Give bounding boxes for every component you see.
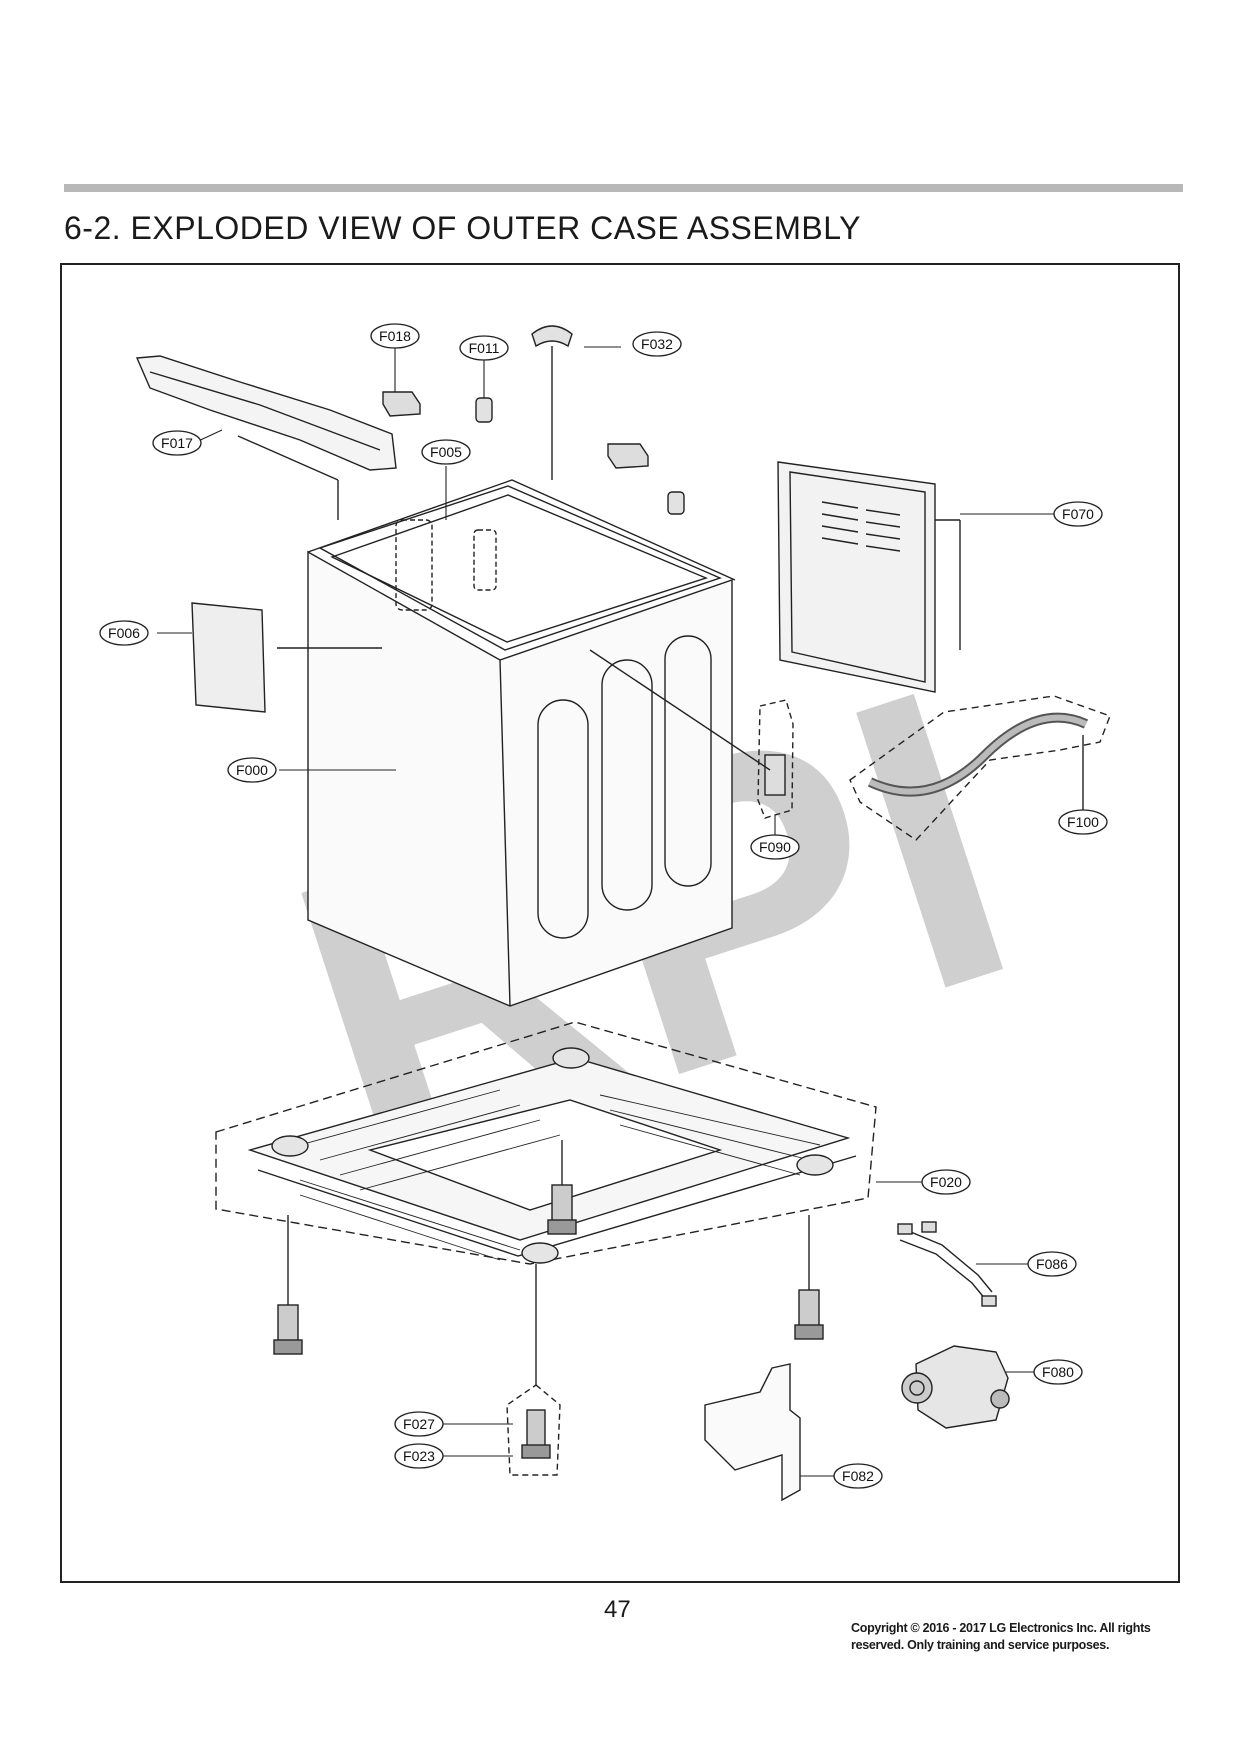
side-panel-part	[191, 602, 382, 713]
bumper-part	[475, 397, 685, 515]
callout-F005-label: F005	[430, 444, 462, 460]
callout-F080-label: F080	[1042, 1364, 1074, 1380]
callout-F005: F005	[421, 439, 471, 465]
callout-F070: F070	[1053, 501, 1103, 527]
leader-lines	[157, 346, 1054, 1477]
page-number: 47	[604, 1596, 631, 1623]
wire-harness-part	[897, 1221, 997, 1307]
callout-F023: F023	[394, 1443, 444, 1469]
outer-cabinet	[237, 435, 736, 1007]
callout-F020: F020	[921, 1169, 971, 1195]
callout-F017: F017	[152, 430, 202, 456]
callout-F086: F086	[1027, 1251, 1077, 1277]
callout-F006: F006	[99, 620, 149, 646]
callout-F090-label: F090	[759, 839, 791, 855]
callout-F086-label: F086	[1036, 1256, 1068, 1272]
callout-F100-label: F100	[1067, 814, 1099, 830]
hinge-part	[382, 391, 649, 469]
callout-F020-label: F020	[930, 1174, 962, 1190]
copyright-notice: Copyright © 2016 - 2017 LG Electronics I…	[851, 1620, 1211, 1654]
top-rail-part	[135, 355, 397, 471]
callout-F080: F080	[1033, 1359, 1083, 1385]
callout-F018: F018	[370, 323, 420, 349]
callout-F017-label: F017	[161, 435, 193, 451]
callout-F011-label: F011	[469, 340, 500, 356]
section-title: 6-2. EXPLODED VIEW OF OUTER CASE ASSEMBL…	[64, 210, 861, 246]
rear-panel-part	[777, 461, 961, 693]
callout-F070-label: F070	[1062, 506, 1094, 522]
copyright-line-2: reserved. Only training and service purp…	[851, 1638, 1110, 1652]
callout-F027-label: F027	[403, 1416, 435, 1432]
callout-F000: F000	[227, 757, 277, 783]
callout-F032: F032	[632, 331, 682, 357]
callout-F018-label: F018	[379, 328, 411, 344]
copyright-line-1: Copyright © 2016 - 2017 LG Electronics I…	[851, 1621, 1151, 1635]
callout-F000-label: F000	[236, 762, 268, 778]
callout-F100: F100	[1058, 809, 1108, 835]
callout-F011: F011	[459, 335, 509, 361]
callout-F032-label: F032	[641, 336, 673, 352]
callout-F023-label: F023	[403, 1448, 435, 1464]
bracket-part	[704, 1363, 801, 1502]
drain-hose-part	[849, 695, 1111, 841]
clamp-part	[531, 325, 573, 480]
leveling-bolts	[273, 1140, 824, 1476]
base-frame-part	[215, 1021, 877, 1265]
callouts: F018 F011 F032 F017 F005 F070 F006 F000	[99, 323, 1108, 1489]
diagram-frame	[60, 263, 1180, 1583]
callout-F082-label: F082	[842, 1468, 874, 1484]
header-rule	[64, 184, 1183, 192]
callout-F006-label: F006	[108, 625, 140, 641]
drain-pump-part	[901, 1345, 1010, 1429]
callout-F090: F090	[750, 834, 800, 860]
callout-F027: F027	[394, 1411, 444, 1437]
connector-part	[589, 649, 794, 819]
callout-F082: F082	[833, 1463, 883, 1489]
